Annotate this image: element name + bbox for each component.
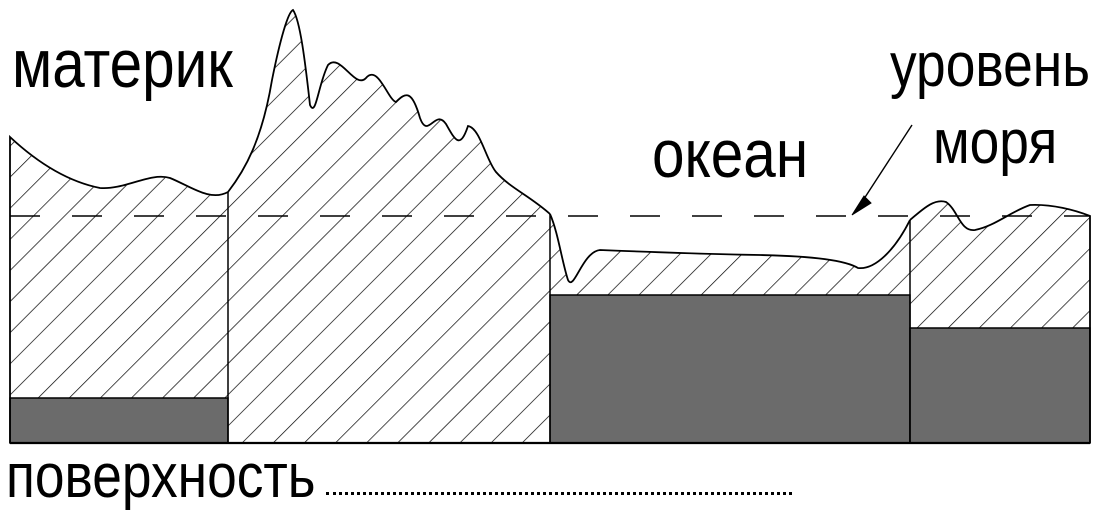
crust-block-ocean bbox=[549, 213, 911, 444]
surface-label: поверхность bbox=[6, 442, 316, 511]
relief-outline bbox=[909, 200, 1091, 443]
crust-block-coast-right bbox=[909, 200, 1091, 444]
dark-base-layer bbox=[9, 397, 229, 444]
hatched-layer bbox=[10, 137, 228, 443]
dark-base-layer bbox=[549, 294, 911, 444]
sea-level-label-line2: моря bbox=[933, 108, 1058, 177]
crust-block-continent-left bbox=[9, 134, 229, 444]
relief-outline bbox=[549, 213, 911, 284]
hatched-layer bbox=[910, 201, 1090, 328]
sea-level-arrow bbox=[851, 124, 913, 216]
dark-base-layer bbox=[909, 327, 1091, 444]
continent-label: материк bbox=[12, 26, 233, 102]
ocean-label: океан bbox=[652, 116, 809, 192]
sea-level-label-line1: уровень bbox=[890, 31, 1090, 100]
hatched-layer bbox=[228, 10, 550, 443]
relief-outline bbox=[227, 8, 551, 215]
crust-block-mountains bbox=[227, 8, 551, 443]
surface-dotted-leader bbox=[326, 492, 792, 495]
relief-outline bbox=[9, 134, 229, 443]
